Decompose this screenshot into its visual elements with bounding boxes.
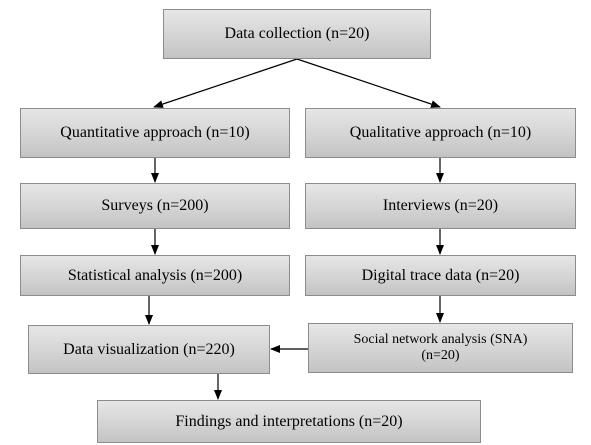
node-label: Digital trace data (n=20) [361, 266, 520, 284]
node-data-collection: Data collection (n=20) [163, 9, 431, 59]
node-label: Qualitative approach (n=10) [349, 124, 532, 141]
node-data-visualization: Data visualization (n=220) [28, 325, 270, 374]
arrow-collection-to-quantitative [153, 58, 298, 108]
node-digital-trace-data: Digital trace data (n=20) [305, 255, 576, 296]
node-label-line1: Social network analysis (SNA) [353, 332, 528, 347]
node-label: Findings and interpretations (n=20) [175, 412, 403, 430]
node-surveys: Surveys (n=200) [20, 183, 290, 229]
node-interviews: Interviews (n=20) [305, 183, 576, 229]
node-label: Interviews (n=20) [382, 197, 499, 214]
node-qualitative-approach: Qualitative approach (n=10) [305, 108, 576, 158]
node-findings-and-interpretations: Findings and interpretations (n=20) [97, 400, 481, 443]
node-label: Data collection (n=20) [224, 25, 370, 42]
node-label: Quantitative approach (n=10) [60, 124, 250, 141]
node-label: Statistical analysis (n=200) [67, 266, 243, 284]
node-label-line2: (n=20) [421, 348, 460, 363]
node-statistical-analysis: Statistical analysis (n=200) [20, 255, 290, 296]
arrow-collection-to-qualitative [296, 58, 441, 108]
node-quantitative-approach: Quantitative approach (n=10) [20, 108, 290, 158]
node-label: Data visualization (n=220) [63, 340, 235, 358]
node-social-network-analysis: Social network analysis (SNA) (n=20) [308, 323, 573, 373]
node-label: Surveys (n=200) [101, 197, 209, 214]
